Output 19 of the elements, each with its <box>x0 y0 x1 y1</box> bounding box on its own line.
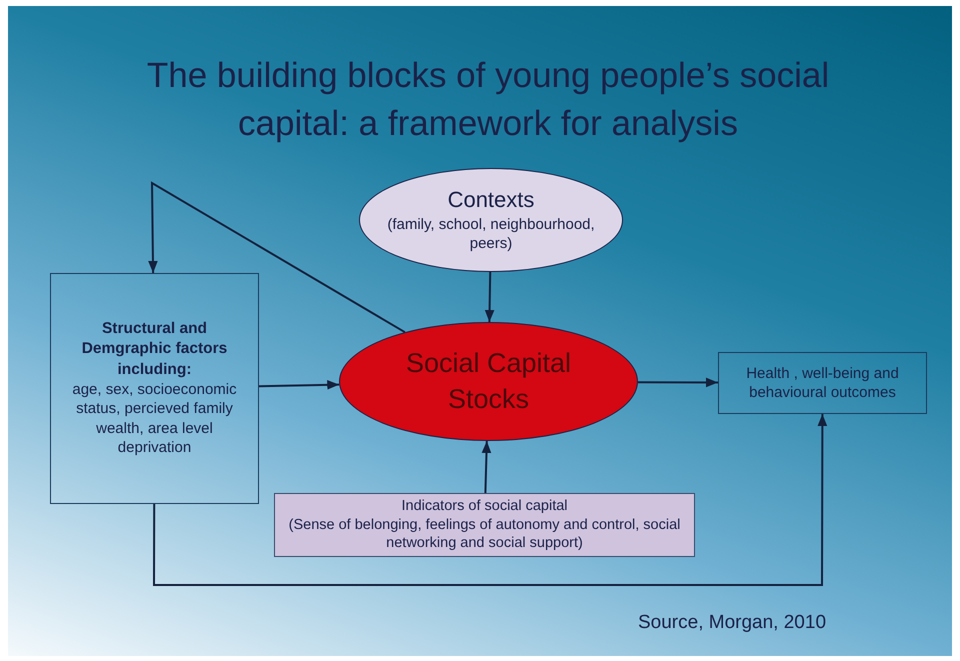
node-description: (family, school, neighbourhood, peers) <box>386 214 596 254</box>
factors-box <box>50 273 259 504</box>
source-note: Source, Morgan, 2010 <box>638 612 826 634</box>
slide-title: The building blocks of young people’s social capital: a framework for analysis <box>146 55 830 145</box>
node-description: (Sense of belonging, feelings of autonomy and control, social networking and social support) <box>288 516 682 554</box>
arrow <box>484 272 494 322</box>
arrow <box>148 181 406 334</box>
node-description: age, sex, socioeconomic status, percieved family wealth, area level deprivation <box>71 380 238 458</box>
node-heading: Indicators of social capital <box>401 496 568 516</box>
node-heading: Contexts <box>448 186 534 214</box>
arrow <box>153 414 828 586</box>
arrow <box>482 440 492 494</box>
arrow <box>258 380 340 390</box>
outcomes-box <box>718 352 927 414</box>
arrow <box>638 378 718 388</box>
node-heading: Health , well-being and behavioural outcomes <box>745 364 900 402</box>
indicators-box <box>274 493 695 557</box>
node-heading: Social Capital Stocks <box>404 347 572 416</box>
node-heading: Structural and Demgraphic factors including: <box>80 319 228 380</box>
